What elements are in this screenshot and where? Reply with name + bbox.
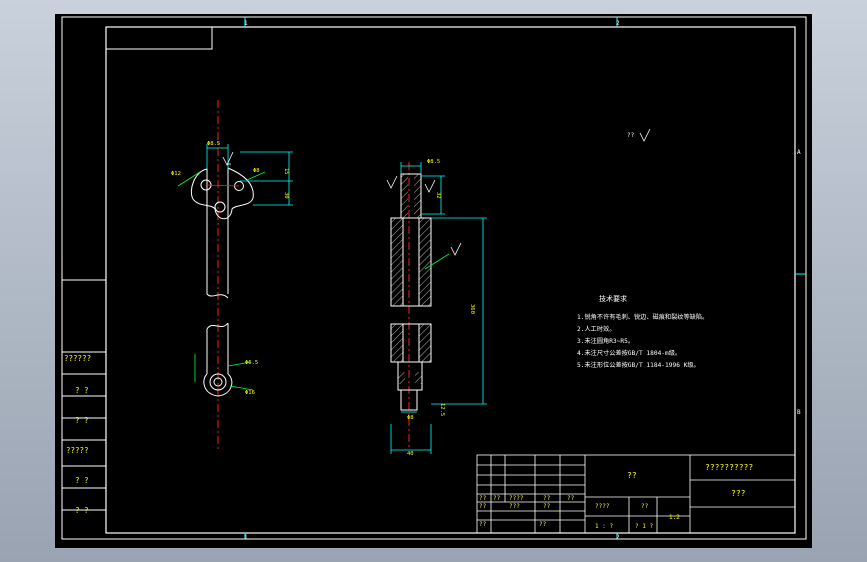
tech-req-item-2: 2.人工时效。 bbox=[577, 325, 615, 333]
sign-2: ?? bbox=[493, 495, 501, 502]
side-label-4: ????? bbox=[66, 446, 89, 455]
tech-req-item-5: 5.未注形位公差按GB/T 1184-1996 K级。 bbox=[577, 361, 700, 369]
tech-req-item-4: 4.未注尺寸公差按GB/T 1804-m级。 bbox=[577, 349, 681, 357]
tech-req-item-3: 3.未注圆角R3~R5。 bbox=[577, 337, 634, 345]
outer-frame bbox=[61, 16, 807, 540]
side-label-column bbox=[62, 279, 106, 511]
title-block bbox=[476, 454, 796, 534]
zone-mark-right-b: B bbox=[797, 409, 801, 416]
row3-2: ??? bbox=[509, 503, 520, 510]
right-part-view bbox=[390, 162, 432, 449]
dim-left-height-1: 15 bbox=[283, 168, 289, 175]
dim-left-hole: Φ12 bbox=[171, 171, 181, 177]
row4-1: ?? bbox=[479, 521, 487, 528]
dim-right-top-width: Φ8.5 bbox=[427, 159, 440, 165]
title-count: ? 1 ? bbox=[635, 523, 653, 530]
left-part-view bbox=[190, 100, 254, 452]
roughness-note-symbol bbox=[639, 128, 651, 142]
dim-bottom-dia-1: Φ6.5 bbox=[245, 360, 258, 366]
sign-4: ?? bbox=[543, 495, 551, 502]
sign-6: ???? bbox=[595, 503, 610, 510]
side-label-1: ?????? bbox=[64, 354, 91, 363]
drawing-canvas: 1 2 1 2 A B ?????? ? ? ? ? ????? ? ? ? ? bbox=[61, 16, 807, 541]
title-company: ?????????? bbox=[705, 463, 753, 472]
tech-req-title: 技术要求 bbox=[599, 294, 627, 303]
inner-frame bbox=[105, 26, 796, 534]
sign-3: ???? bbox=[509, 495, 524, 502]
sign-7: ?? bbox=[641, 503, 649, 510]
title-material: ??? bbox=[731, 489, 746, 498]
zone-mark-bottom-1: 1 bbox=[244, 534, 248, 541]
side-label-2: ? ? bbox=[75, 386, 89, 395]
sign-1: ?? bbox=[479, 495, 487, 502]
row3-3: ?? bbox=[543, 503, 551, 510]
zone-mark-top-2: 2 bbox=[616, 20, 620, 27]
stamp-box bbox=[106, 27, 213, 50]
right-roughness-symbol bbox=[386, 175, 462, 256]
cad-viewport[interactable]: 1 2 1 2 A B ?????? ? ? ? ? ????? ? ? ? ? bbox=[55, 14, 812, 548]
technical-requirements: 技术要求 1.锐角不许有毛刺、锐边、磁痕和裂纹等缺陷。 2.人工时效。 3.未注… bbox=[577, 294, 708, 369]
title-part-name: ?? bbox=[627, 471, 637, 480]
left-part-dimensions bbox=[177, 144, 293, 391]
dim-right-bottom-inner: Φ8 bbox=[407, 415, 414, 421]
roughness-note: ?? bbox=[627, 132, 635, 139]
dim-right-hole: Φ8 bbox=[253, 168, 260, 174]
dim-left-top-width: Φ8.5 bbox=[207, 141, 220, 147]
zone-mark-right-a: A bbox=[797, 149, 801, 156]
side-label-6: ? ? bbox=[75, 506, 89, 515]
right-part-dimensions bbox=[390, 162, 487, 454]
dim-right-total-height: 360 bbox=[469, 304, 475, 314]
sign-5: ?? bbox=[567, 495, 575, 502]
side-label-5: ? ? bbox=[75, 476, 89, 485]
left-roughness-symbol bbox=[222, 151, 234, 166]
row4-2: ?? bbox=[539, 521, 547, 528]
title-scale: 1 : ? bbox=[595, 523, 613, 530]
zone-mark-bottom-2: 2 bbox=[616, 534, 620, 541]
dim-left-height-2: 30 bbox=[283, 192, 289, 199]
title-page: 1:2 bbox=[669, 514, 680, 521]
dim-right-overall-width: 40 bbox=[407, 451, 414, 457]
dim-right-top-height: 32 bbox=[435, 192, 441, 199]
row3-1: ?? bbox=[479, 503, 487, 510]
zone-mark-top-1: 1 bbox=[244, 20, 248, 27]
dim-bottom-dia-2: Φ16 bbox=[245, 390, 255, 396]
tech-req-item-1: 1.锐角不许有毛刺、锐边、磁痕和裂纹等缺陷。 bbox=[577, 313, 708, 321]
dim-right-bottom-height: 12.5 bbox=[439, 403, 445, 416]
side-label-3: ? ? bbox=[75, 416, 89, 425]
